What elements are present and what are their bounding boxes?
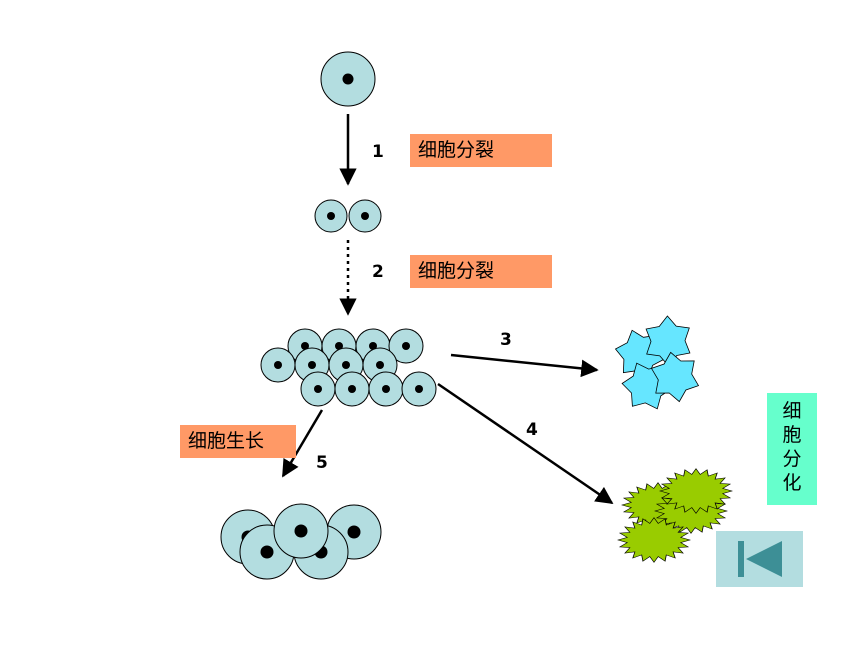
arrow-3 bbox=[450, 353, 599, 378]
step-number-3: 3 bbox=[500, 330, 512, 350]
step-number-1: 1 bbox=[372, 142, 384, 162]
first-slide-icon bbox=[738, 541, 782, 577]
differentiation-char-2: 胞 bbox=[782, 424, 802, 446]
first-slide-button[interactable] bbox=[716, 531, 803, 587]
differentiation-char-1: 细 bbox=[782, 400, 802, 422]
green-differentiated-cell bbox=[617, 517, 691, 563]
differentiated-blue-cells bbox=[614, 315, 700, 410]
green-differentiated-cell bbox=[659, 468, 733, 514]
single-cell bbox=[320, 51, 376, 107]
cluster-cell bbox=[388, 328, 424, 364]
step-number-5: 5 bbox=[316, 453, 328, 473]
cell-differentiation-label: 细 胞 分 化 bbox=[767, 393, 817, 505]
cluster-cell bbox=[300, 371, 336, 407]
step-number-4: 4 bbox=[526, 420, 538, 440]
two-cells bbox=[314, 199, 382, 233]
grown-cells bbox=[220, 503, 382, 580]
cell-growth-label: 细胞生长 bbox=[180, 425, 296, 458]
arrow-5 bbox=[281, 409, 324, 478]
blue-differentiated-cell bbox=[650, 351, 700, 403]
arrow-4 bbox=[437, 382, 614, 505]
cell-cluster bbox=[260, 328, 437, 407]
cell-division-label-2: 细胞分裂 bbox=[410, 255, 552, 288]
differentiation-char-4: 化 bbox=[782, 472, 802, 494]
cluster-cell bbox=[401, 371, 437, 407]
grown-cell bbox=[273, 503, 329, 559]
cluster-cell bbox=[260, 347, 296, 383]
cluster-cell bbox=[368, 371, 404, 407]
differentiation-char-3: 分 bbox=[782, 448, 802, 470]
cluster-cell bbox=[334, 371, 370, 407]
cell-division-label-1: 细胞分裂 bbox=[410, 134, 552, 167]
differentiated-green-cells bbox=[617, 468, 733, 563]
step-number-2: 2 bbox=[372, 262, 384, 282]
